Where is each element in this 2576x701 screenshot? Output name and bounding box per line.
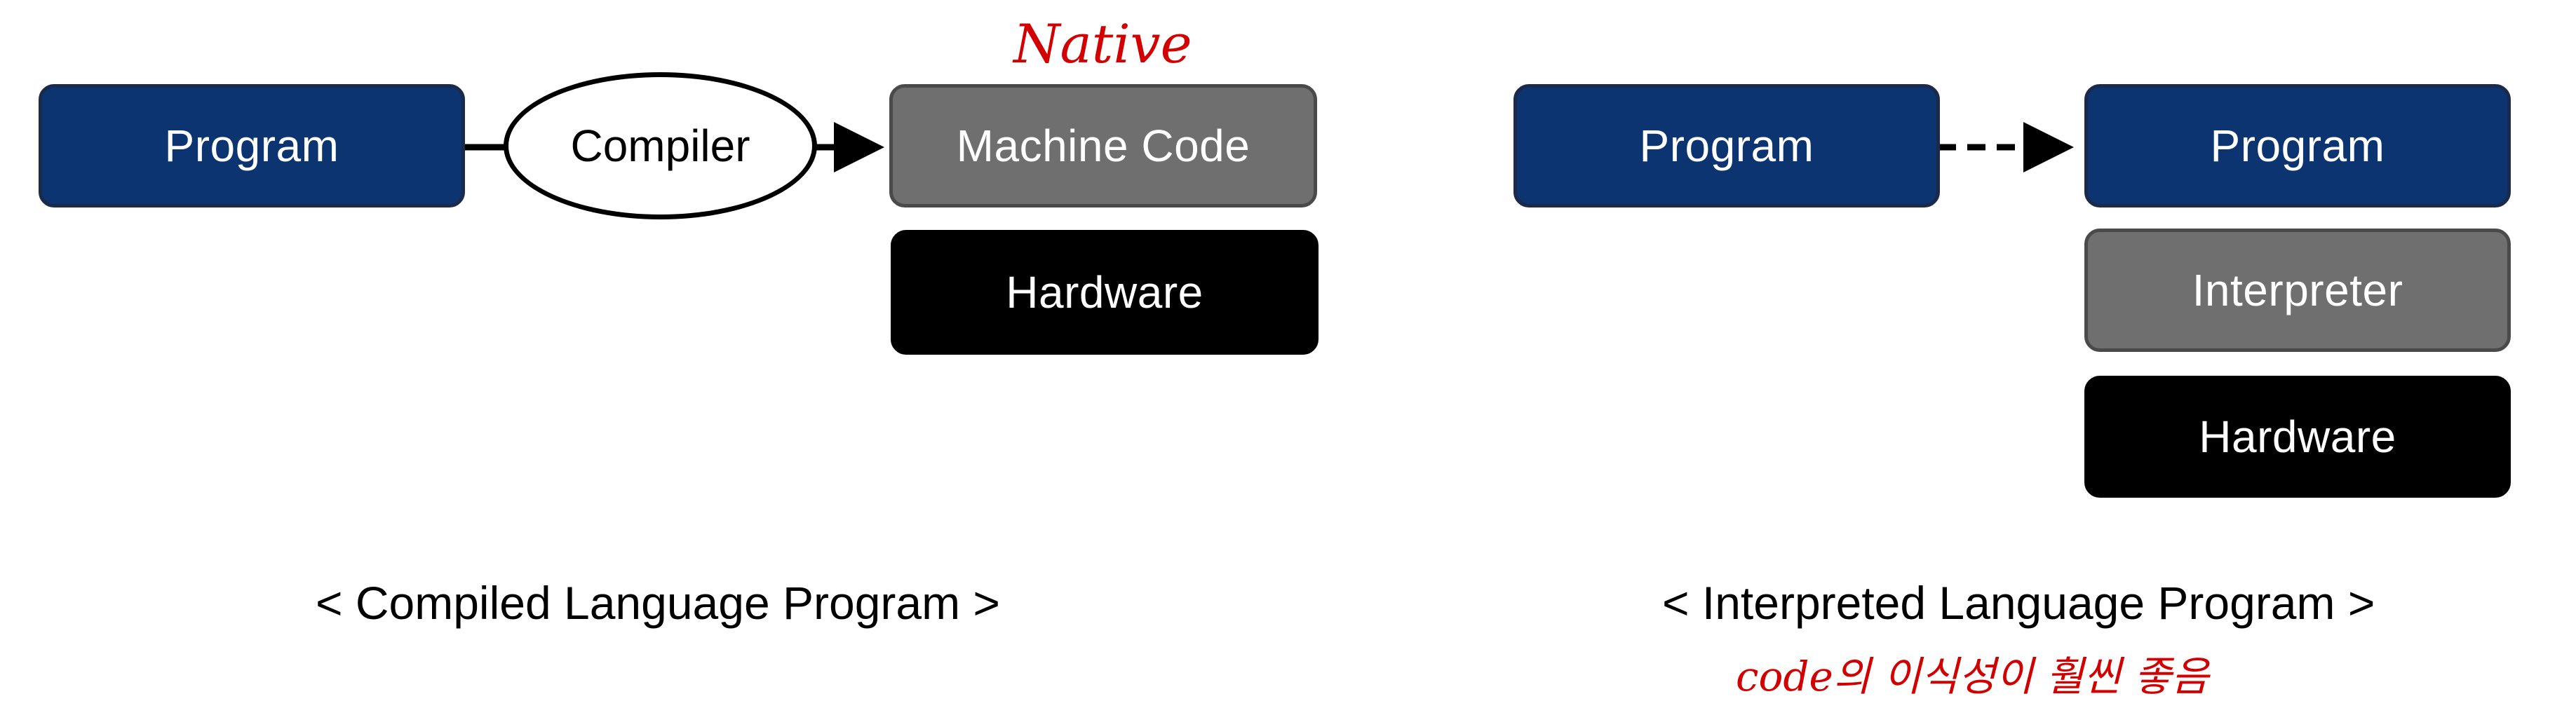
- interpreted-program-target-box: Program: [2084, 84, 2511, 207]
- machine-code-box: Machine Code: [889, 84, 1317, 207]
- interpreter-box: Interpreter: [2084, 229, 2511, 352]
- interpreted-program-target-label: Program: [2210, 121, 2385, 171]
- interpreted-hardware-box: Hardware: [2084, 376, 2511, 498]
- compiled-hardware-label: Hardware: [1006, 267, 1203, 318]
- compiled-program-box: Program: [39, 84, 465, 207]
- interpreter-label: Interpreter: [2192, 265, 2403, 315]
- compiled-program-label: Program: [164, 121, 339, 171]
- interpreted-program-source-box: Program: [1513, 84, 1940, 207]
- interpreted-hardware-label: Hardware: [2199, 411, 2396, 462]
- interpreted-caption: < Interpreted Language Program >: [1662, 577, 2375, 629]
- compiler-ellipse: Compiler: [504, 72, 817, 219]
- compiled-caption: < Compiled Language Program >: [316, 577, 1000, 629]
- compiled-hardware-box: Hardware: [891, 230, 1319, 355]
- native-annotation: Native: [1013, 13, 1192, 75]
- interpreted-program-source-label: Program: [1639, 121, 1814, 171]
- compiler-label: Compiler: [570, 121, 750, 171]
- portability-annotation: code의 이식성이 훨씬 좋음: [1736, 653, 2209, 700]
- machine-code-label: Machine Code: [956, 121, 1250, 171]
